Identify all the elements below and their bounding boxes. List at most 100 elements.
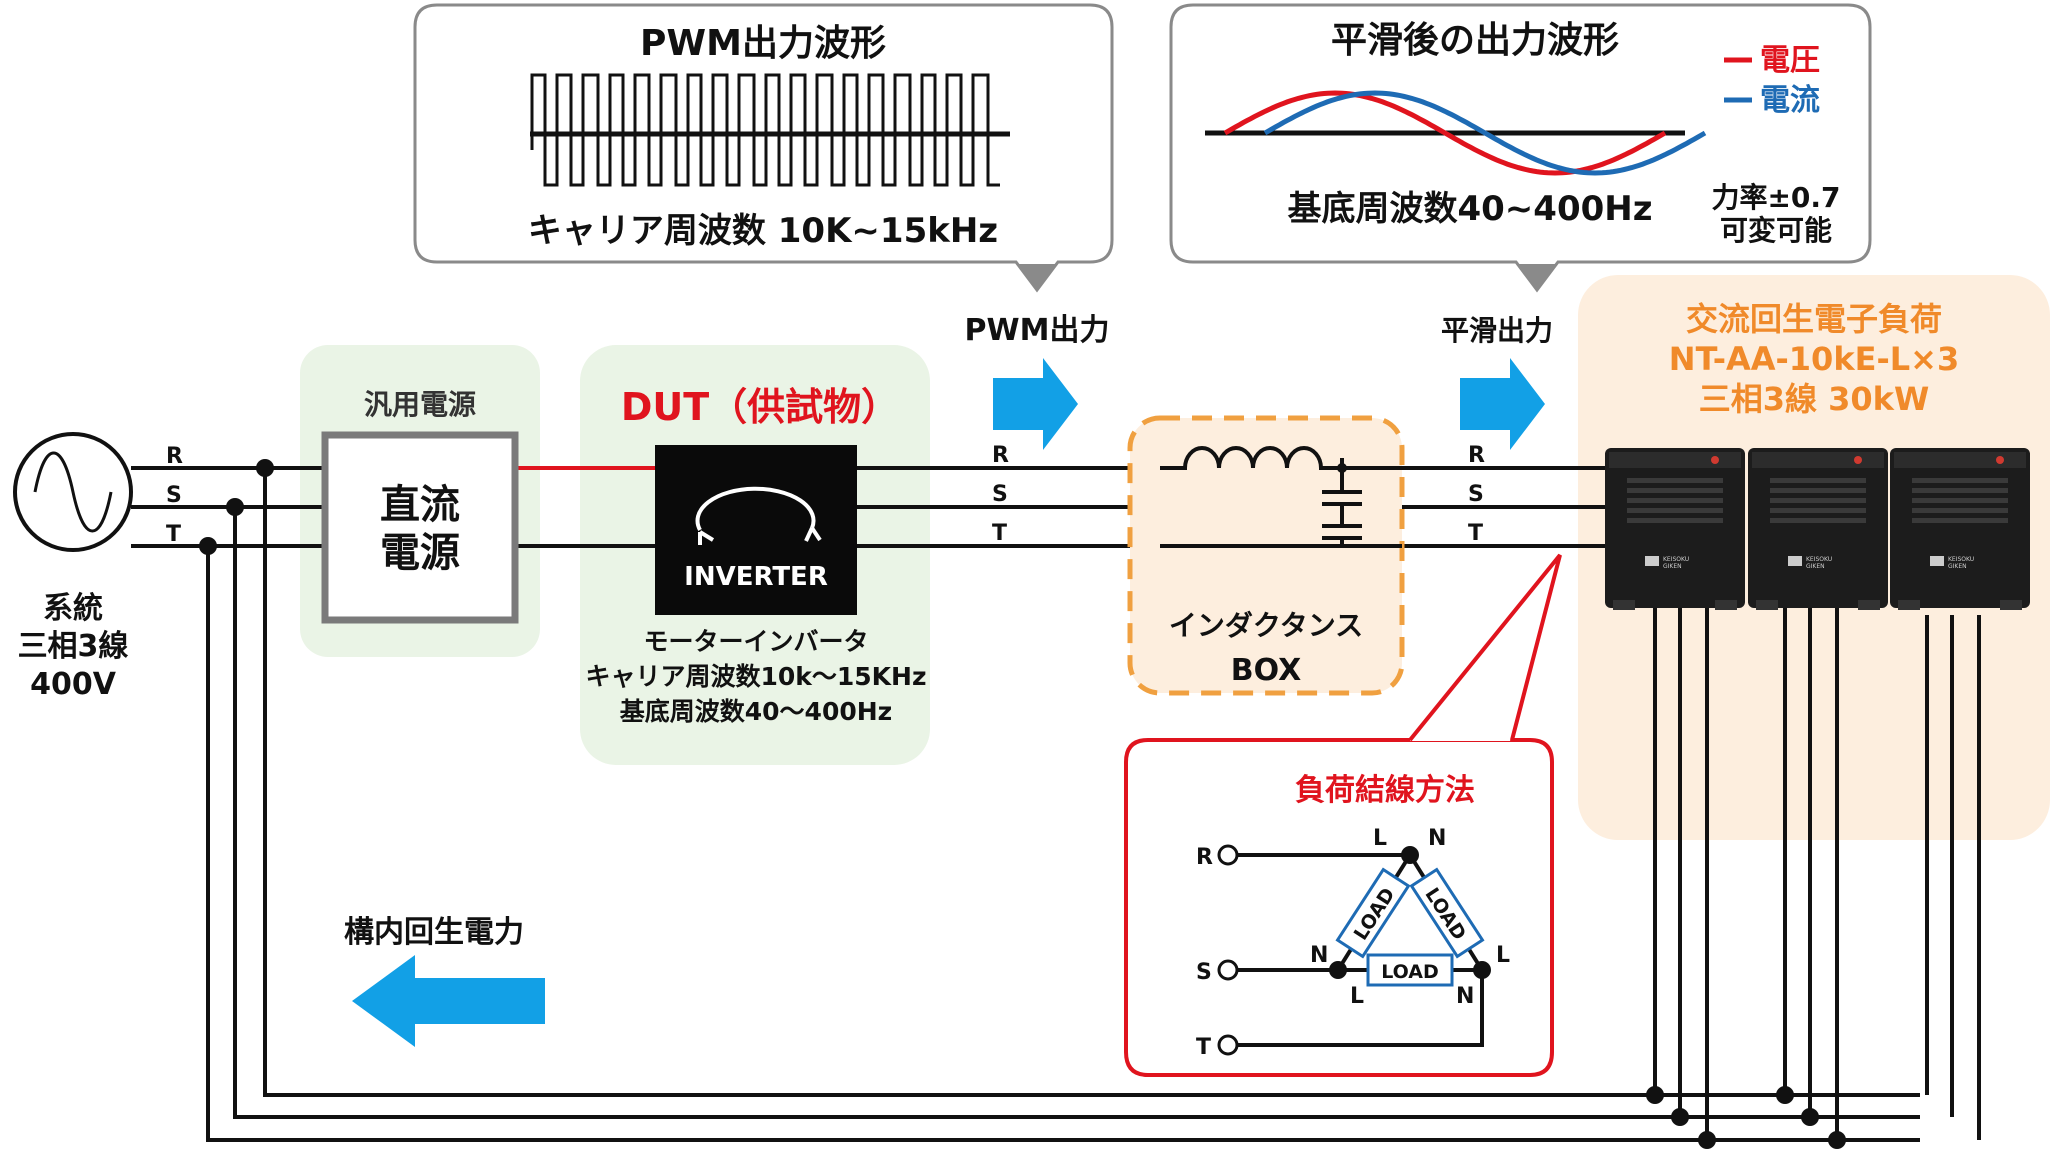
brand-text-line1: KEISOKU [1948,556,1974,563]
load-resistor-bottom: LOAD [1366,953,1454,987]
smoothed-callout-subtitle: 基底周波数40~400Hz [1287,189,1652,229]
source-phase-t: T [166,522,181,547]
vent-slot [1627,488,1723,493]
terminal-t-icon [1217,1034,1239,1056]
caster-right [1715,600,1737,610]
vent-slot [1770,518,1866,523]
brand-text-line2: GIKEN [1806,563,1825,570]
vent-slot [1912,488,2008,493]
wiring-callout: 負荷結線方法 R S T LOAD LOAD LOAD [1124,553,1562,1077]
cabinet-top [1609,452,1741,468]
load-title: 交流回生電子負荷 [1686,300,1942,338]
pwm-waveform-callout: PWM出力波形 キャリア周波数 10K~15kHz [413,3,1114,293]
brand-text-line2: GIKEN [1948,563,1967,570]
smooth-output-arrow [1460,358,1545,450]
inductance-label-line1: インダクタンス [1169,609,1363,642]
load-rating: 三相3線 30kW [1699,380,1930,418]
power-led [1711,456,1719,464]
psu-caption: 汎用電源 [364,388,476,421]
source-label-line1: 系統 [43,591,103,626]
pwm-callout-title: PWM出力波形 [640,23,886,64]
brand-text-line1: KEISOKU [1663,556,1689,563]
power-led [1854,456,1862,464]
power-lines [131,466,1981,1142]
load-cabinet [1890,448,2030,608]
terminal-r-icon [1217,844,1239,866]
caster-left [1898,600,1920,610]
brand-badge [1788,556,1802,566]
psu-label-line1: 直流 [380,482,460,528]
legend-voltage-label: 電圧 [1760,43,1820,78]
vent-slot [1627,518,1723,523]
dut-title: DUT（供試物） [621,385,899,429]
inverter-box [655,445,857,615]
inductor-symbol [1160,446,1402,548]
pwm-phase-r: R [992,443,1009,468]
node-top-n: N [1428,826,1446,851]
brand-text-line1: KEISOKU [1806,556,1832,563]
vent-slot [1770,498,1866,503]
regen-arrow [352,955,545,1047]
sine-symbol [33,451,113,533]
inductance-label-line2: BOX [1231,653,1301,688]
node-left-l: L [1350,984,1364,1009]
vent-slot [1770,508,1866,513]
power-factor-line1: 力率±0.7 [1711,181,1840,214]
pwm-output-label: PWM出力 [965,313,1110,348]
vent-slot [1912,518,2008,523]
inductance-box [1127,415,1405,696]
wiring-terminal-s: S [1196,960,1212,985]
pwm-waveform-graphic [530,73,1000,187]
dut-desc-line1: モーターインバータ [643,627,868,656]
vent-slot [1912,508,2008,513]
dc-power-supply [321,431,519,624]
pwm-phase-s: S [992,482,1008,507]
legend-current-label: 電流 [1760,83,1820,118]
rotation-icon [695,486,822,545]
vent-slot [1770,478,1866,483]
node-left-n: N [1310,943,1328,968]
caster-right [1858,600,1880,610]
power-factor-line2: 可変可能 [1720,214,1832,247]
caster-left [1613,600,1635,610]
brand-badge [1645,556,1659,566]
smooth-phase-t: T [1468,521,1483,546]
capacitor-node [1337,463,1347,473]
wiring-title: 負荷結線方法 [1295,773,1475,808]
load-cabinet [1748,448,1888,608]
vent-slot [1627,498,1723,503]
psu-label-line2: 電源 [380,530,460,576]
smooth-output-label: 平滑出力 [1441,314,1553,347]
smoothed-waveform-callout: 平滑後の出力波形 電圧 電流 基底周波数40~400Hz 力率±0.7 可変可能 [1169,3,1872,293]
source-label-line3: 400V [30,667,117,702]
voltage-waveform [1223,90,1667,176]
terminal-s-icon [1217,959,1239,981]
caster-left [1756,600,1778,610]
cabinet-top [1894,452,2026,468]
pwm-callout-subtitle: キャリア周波数 10K~15kHz [528,211,998,251]
svg-text:LOAD: LOAD [1381,961,1439,983]
brand-badge [1930,556,1944,566]
power-led [1996,456,2004,464]
load-model: NT-AA-10kE-L×3 [1669,340,1959,378]
pwm-output-arrow [993,358,1078,450]
wiring-terminal-t: T [1196,1035,1211,1060]
caster-right [2000,600,2022,610]
pwm-phase-t: T [992,521,1007,546]
regen-label: 構内回生電力 [344,915,524,950]
node-right-n: N [1456,984,1474,1009]
smooth-phase-s: S [1468,482,1484,507]
source-phase-s: S [166,483,182,508]
cabinet-top [1752,452,1884,468]
junction-dots [199,459,1846,1149]
node-right-l: L [1496,943,1510,968]
vent-slot [1912,478,2008,483]
dut-desc-line2: キャリア周波数10k～15KHz [585,662,926,691]
vent-slot [1627,508,1723,513]
brand-text-line2: GIKEN [1663,563,1682,570]
vent-slot [1627,478,1723,483]
